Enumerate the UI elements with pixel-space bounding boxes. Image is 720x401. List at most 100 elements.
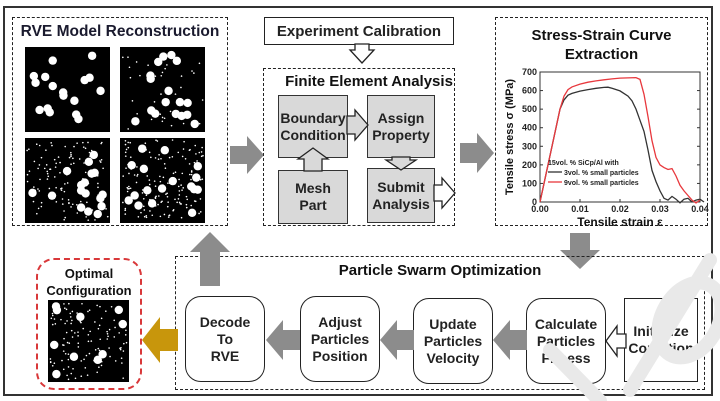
small-particle [62,344,64,346]
small-particle [136,175,138,177]
small-particle [70,372,73,375]
experiment-calibration-box: Experiment Calibration [264,17,454,45]
small-particle [70,329,73,332]
large-particle [139,164,149,174]
small-particle [125,329,127,332]
small-particle [94,349,97,351]
small-particle [84,147,87,150]
small-particle [38,144,41,147]
small-particle [127,146,130,149]
small-particle [54,306,57,309]
small-particle [177,198,180,200]
small-particle [97,194,99,196]
small-particle [100,201,102,203]
small-particle [178,194,181,196]
small-particle [122,377,125,379]
small-particle [168,214,171,216]
small-particle [65,331,68,334]
small-particle [79,200,82,203]
small-particle [135,61,138,63]
small-particle [167,93,170,95]
small-particle [148,191,151,194]
small-particle [28,170,31,172]
large-particle [76,312,85,322]
large-particle [31,78,40,87]
small-particle [124,207,127,210]
small-particle [145,215,148,217]
small-particle [100,142,102,145]
large-particle [193,185,202,194]
small-particle [166,64,168,66]
small-particle [70,206,72,208]
small-particle [64,145,67,148]
small-particle [49,361,52,364]
large-particle [98,350,107,359]
large-particle [90,168,99,178]
small-particle [124,209,127,211]
fea-box-assign-property: Assign Property [367,95,435,158]
small-particle [67,358,70,361]
fea-box-mesh-part: Mesh Part [278,170,348,224]
small-particle [84,171,87,174]
optimal-configuration-title: Optimal Configuration [46,266,132,298]
small-particle [70,151,72,154]
small-particle [154,185,157,187]
small-particle [93,359,95,362]
small-particle [195,153,197,155]
small-particle [186,198,189,201]
small-particle [166,147,168,149]
small-particle [149,201,152,204]
small-particle [37,207,40,210]
rve-section-title: RVE Model Reconstruction [20,23,220,40]
small-particle [67,366,70,368]
small-particle [153,203,155,205]
small-particle [140,211,142,214]
small-particle [113,336,116,338]
small-particle [96,175,99,177]
experiment-calibration-label: Experiment Calibration [276,22,442,40]
small-particle [57,370,60,373]
small-particle [195,176,198,178]
small-particle [142,197,145,200]
small-particle [158,153,160,156]
curve-section-title: Stress-Strain Curve Extraction [531,27,672,63]
small-particle [185,203,188,206]
small-particle [129,141,132,144]
arrow-boundary-to-assign [346,108,369,142]
arrow-pso-to-rve [190,232,230,286]
small-particle [159,215,162,218]
small-particle [50,317,53,320]
small-particle [59,171,61,174]
small-particle [162,185,164,188]
small-particle [82,327,85,330]
large-particle [89,150,99,160]
small-particle [164,167,167,169]
small-particle [106,332,109,335]
rve-background [25,47,110,132]
small-particle [156,140,159,142]
large-particle [134,201,143,210]
small-particle [85,216,87,218]
small-particle [34,189,37,192]
small-particle [148,179,151,181]
small-particle [85,159,87,162]
small-particle [199,211,202,213]
small-particle [191,120,193,123]
large-particle [114,305,123,315]
small-particle [161,71,164,74]
x-axis-label: Tensile strain ε [577,215,663,229]
small-particle [185,195,188,198]
small-particle [154,205,157,207]
small-particle [135,181,138,184]
small-particle [178,178,180,181]
small-particle [148,151,151,154]
small-particle [151,205,154,208]
small-particle [135,121,137,124]
small-particle [54,323,57,325]
small-particle [125,148,128,151]
small-particle [67,378,70,381]
pso-box-calculate-fitness: Calculate Particles Fitness [526,298,606,384]
small-particle [105,208,107,210]
y-axis-label: Tensile stress σ (MPa) [504,79,516,195]
hollow-arrow-left-icon [605,324,627,358]
